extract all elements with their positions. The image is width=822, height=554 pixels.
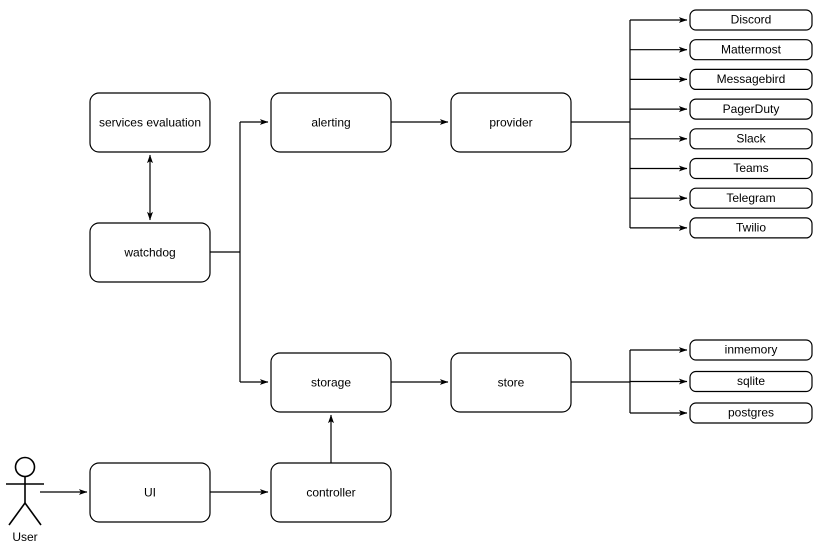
leaf-discord[interactable]: Discord (689, 9, 813, 31)
node-ui-label: UI (144, 486, 156, 500)
node-storage[interactable]: storage (270, 352, 392, 413)
node-services-evaluation-label: services evaluation (99, 116, 201, 130)
leaf-inmemory[interactable]: inmemory (689, 339, 813, 361)
node-alerting-label: alerting (311, 116, 350, 130)
leaf-sqlite-box[interactable] (689, 370, 813, 393)
leaf-messagebird[interactable]: Messagebird (689, 68, 813, 91)
leaf-sqlite-label: sqlite (737, 374, 765, 388)
leaf-pagerduty[interactable]: PagerDuty (689, 98, 813, 120)
leaf-mattermost[interactable]: Mattermost (689, 39, 813, 61)
node-store[interactable]: store (450, 352, 572, 413)
leaf-slack-label: Slack (736, 131, 766, 145)
leaf-pagerduty-box[interactable] (689, 98, 813, 120)
leaf-mattermost-label: Mattermost (721, 42, 782, 56)
node-watchdog[interactable]: watchdog (89, 222, 211, 283)
provider-leaf-connectors (630, 16, 688, 231)
leaf-inmemory-label: inmemory (725, 343, 778, 357)
leaf-discord-box[interactable] (689, 9, 813, 31)
leaf-slack[interactable]: Slack (689, 128, 813, 150)
leaf-messagebird-box[interactable] (689, 68, 813, 91)
leaf-inmemory-box[interactable] (689, 339, 813, 361)
user-actor[interactable]: User (6, 456, 44, 545)
nodes-layer: services evaluation watchdog alerting pr… (89, 92, 572, 523)
node-store-label: store (498, 376, 525, 390)
node-alerting-box[interactable] (270, 92, 392, 153)
node-provider[interactable]: provider (450, 92, 572, 153)
leaf-slack-box[interactable] (689, 128, 813, 150)
leaf-sqlite[interactable]: sqlite (689, 370, 813, 393)
node-provider-box[interactable] (450, 92, 572, 153)
store-leaf-connectors (630, 346, 688, 416)
leaf-telegram-box[interactable] (689, 187, 813, 209)
node-storage-label: storage (311, 376, 351, 390)
leaf-teams-box[interactable] (689, 157, 813, 180)
connectors-layer (40, 16, 688, 495)
leaf-twilio-label: Twilio (736, 221, 766, 235)
actor-leg-left-icon (8, 502, 26, 526)
node-services-evaluation-box[interactable] (89, 92, 211, 153)
leaf-pagerduty-label: PagerDuty (723, 102, 780, 116)
node-controller[interactable]: controller (270, 462, 392, 523)
node-alerting[interactable]: alerting (270, 92, 392, 153)
node-watchdog-box[interactable] (89, 222, 211, 283)
store-implementations-layer: inmemory sqlite postgres (689, 339, 813, 424)
node-store-box[interactable] (450, 352, 572, 413)
leaf-twilio[interactable]: Twilio (689, 217, 813, 239)
leaf-telegram-label: Telegram (726, 191, 775, 205)
leaf-postgres-box[interactable] (689, 402, 813, 424)
node-controller-label: controller (306, 486, 355, 500)
leaf-teams[interactable]: Teams (689, 157, 813, 180)
node-storage-box[interactable] (270, 352, 392, 413)
leaf-teams-label: Teams (733, 161, 768, 175)
leaf-messagebird-label: Messagebird (717, 72, 786, 86)
node-provider-label: provider (489, 116, 532, 130)
leaf-postgres[interactable]: postgres (689, 402, 813, 424)
node-services-evaluation[interactable]: services evaluation (89, 92, 211, 153)
node-controller-box[interactable] (270, 462, 392, 523)
leaf-mattermost-box[interactable] (689, 39, 813, 61)
leaf-discord-label: Discord (731, 13, 772, 27)
actor-leg-right-icon (24, 502, 42, 526)
actor-head-icon (14, 456, 36, 478)
actor-label: User (12, 530, 37, 544)
leaf-postgres-label: postgres (728, 406, 774, 420)
leaf-telegram[interactable]: Telegram (689, 187, 813, 209)
leaf-twilio-box[interactable] (689, 217, 813, 239)
node-ui[interactable]: UI (89, 462, 211, 523)
node-ui-box[interactable] (89, 462, 211, 523)
node-watchdog-label: watchdog (123, 246, 175, 260)
provider-implementations-layer: DiscordMattermostMessagebirdPagerDutySla… (689, 9, 813, 239)
